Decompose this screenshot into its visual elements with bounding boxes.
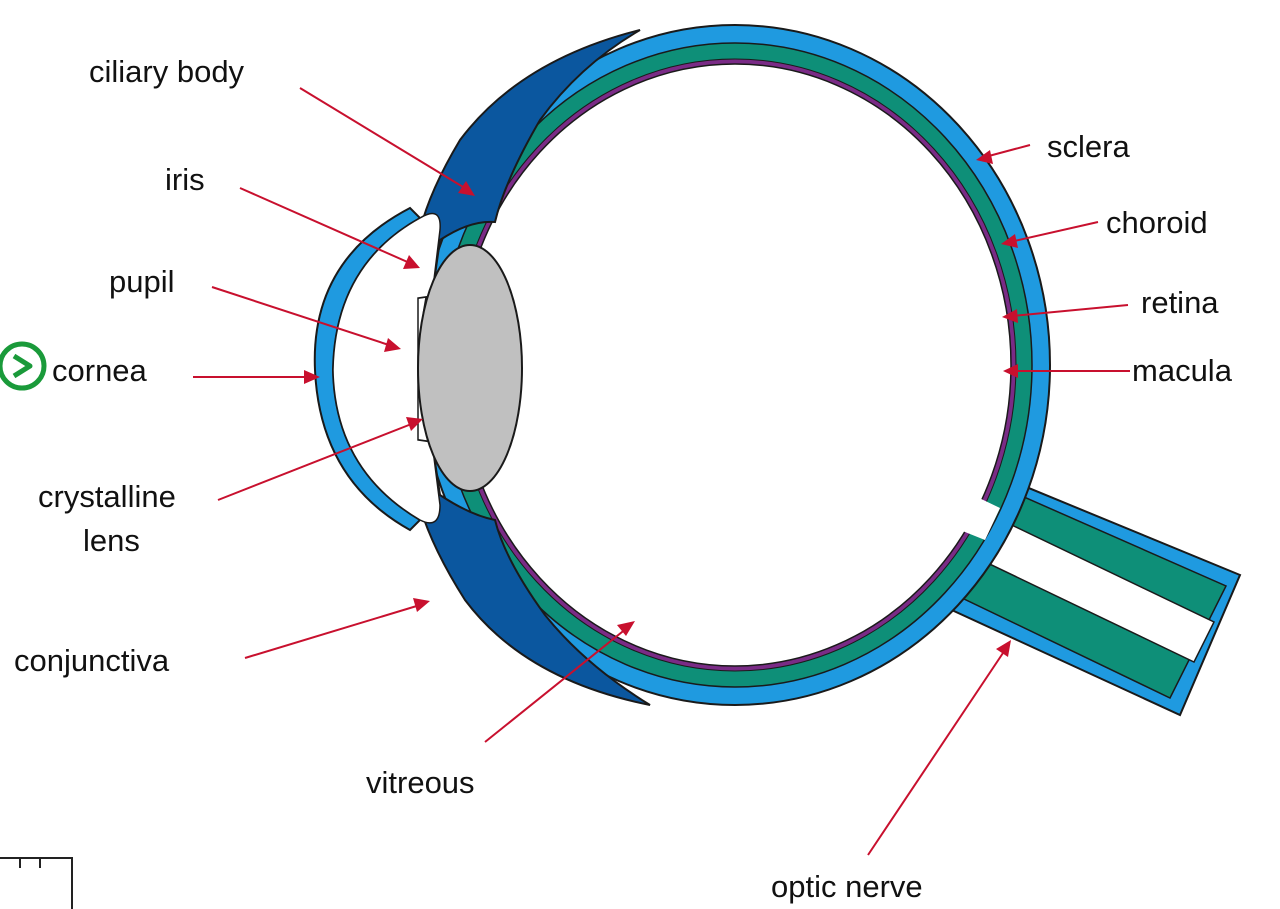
label-pupil: pupil [109, 264, 175, 299]
label-crystalline: crystalline [38, 479, 176, 514]
label-iris: iris [165, 162, 205, 197]
crystalline-lens [418, 245, 522, 491]
label-retina: retina [1141, 285, 1219, 320]
label-optic-nerve: optic nerve [771, 869, 923, 904]
label-vitreous: vitreous [366, 765, 475, 800]
label-macula: macula [1132, 353, 1233, 388]
label-sclera: sclera [1047, 129, 1130, 164]
label-cornea: cornea [52, 353, 148, 388]
arrow-optic-nerve [868, 650, 1005, 855]
vitreous-body [459, 64, 1011, 666]
arrow-ciliary-body [300, 88, 468, 190]
ruler-icon [0, 858, 72, 909]
arrowhead-optic-nerve [996, 640, 1011, 657]
label-conjunctiva: conjunctiva [14, 643, 170, 678]
label-ciliary-body: ciliary body [89, 54, 245, 89]
arrow-conjunctiva [245, 605, 420, 658]
arrowhead-conjunctiva [413, 598, 430, 612]
label-choroid: choroid [1106, 205, 1208, 240]
green-circle-logo-icon [0, 344, 44, 388]
arrow-sclera [985, 145, 1030, 157]
label-lens: lens [83, 523, 140, 558]
